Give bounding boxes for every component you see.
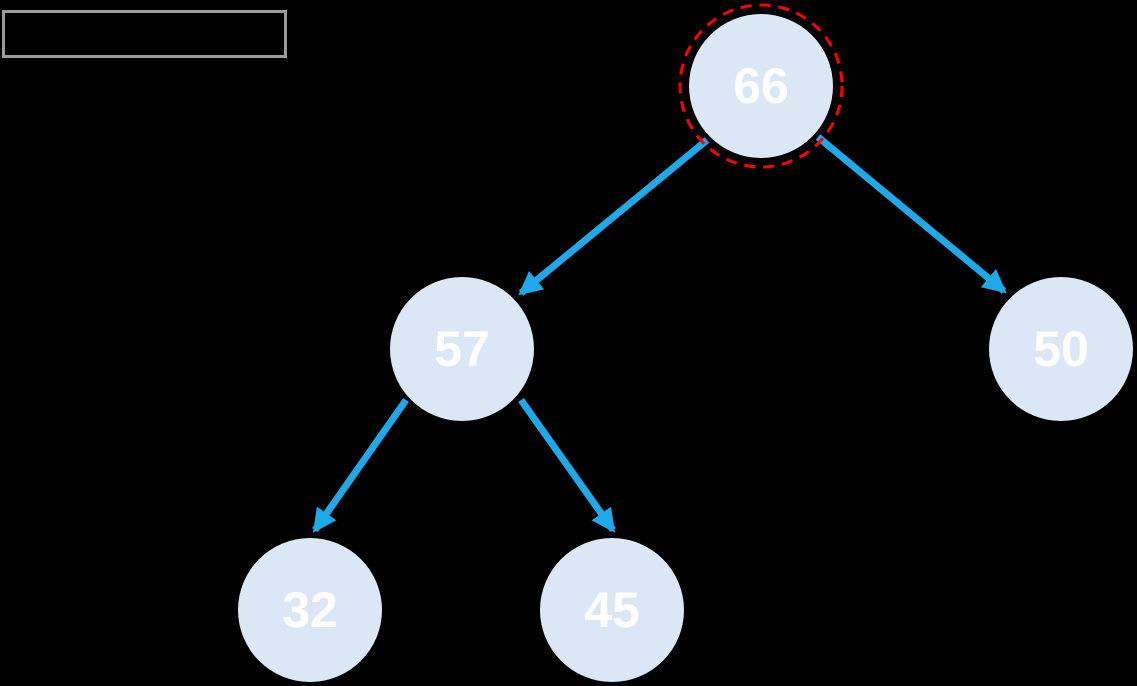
highlight-ring [678,3,844,169]
tree-edge-57-45 [518,397,616,533]
tree-node-50: 50 [989,277,1133,421]
tree-node-57: 57 [390,277,534,421]
edges-layer [312,134,1007,533]
node-label: 57 [434,321,490,377]
node-circle [989,277,1133,421]
tree-node-45: 45 [540,538,684,682]
tree-edge-57-32 [312,397,409,533]
node-label: 32 [282,582,338,638]
tree-edge-66-57 [518,137,710,296]
node-circle [238,538,382,682]
node-circle [689,14,833,158]
tree-node-66: 66 [678,3,844,169]
node-label: 45 [584,582,640,638]
node-circle [540,538,684,682]
node-label: 66 [733,58,789,114]
nodes-layer: 66 57 50 32 45 [238,3,1133,682]
node-label: 50 [1033,321,1089,377]
caption-box [2,10,287,58]
node-circle [390,277,534,421]
tree-node-32: 32 [238,538,382,682]
tree-edge-66-50 [815,134,1007,294]
